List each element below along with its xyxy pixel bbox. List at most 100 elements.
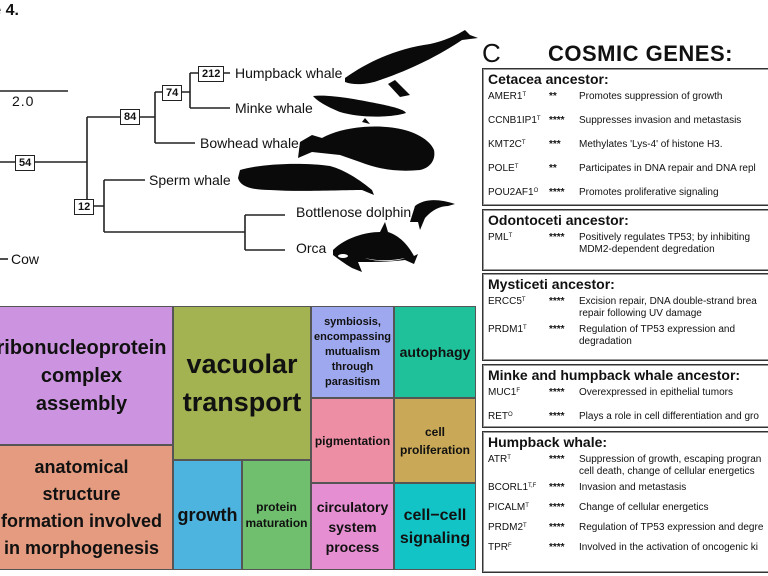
treemap-label-line: encompassing xyxy=(313,330,392,343)
gene-group-heading: Mysticeti ancestor: xyxy=(488,276,615,292)
treemap-label-line: anatomical xyxy=(34,456,129,477)
gene-name: ERCC5T xyxy=(488,296,526,307)
treemap-label-line: cell−cell xyxy=(403,506,467,524)
significance-stars: **** xyxy=(549,502,565,513)
treemap-label-line: pigmentation xyxy=(314,433,391,448)
gene-class-superscript: T xyxy=(523,325,527,331)
gene-group-heading: Odontoceti ancestor: xyxy=(488,212,629,228)
treemap-label-line: maturation xyxy=(245,516,308,530)
significance-stars: **** xyxy=(549,232,565,243)
gene-class-superscript: T xyxy=(523,523,527,529)
gene-name: MUC1F xyxy=(488,387,521,398)
treemap-label-line: cell xyxy=(424,424,445,439)
treemap-label-line: vacuolar xyxy=(186,349,298,379)
treemap-label-line: assembly xyxy=(35,392,128,415)
treemap-tile: anatomical structure formation involved in … xyxy=(0,445,173,570)
significance-stars: ** xyxy=(549,91,557,102)
treemap-tile: growth xyxy=(173,460,242,570)
significance-stars: **** xyxy=(549,324,565,335)
significance-stars: **** xyxy=(549,454,565,465)
sperm-whale-silhouette xyxy=(238,163,374,195)
gene-description: Invasion and metastasis xyxy=(579,482,687,493)
significance-stars: **** xyxy=(549,187,565,198)
gene-class-superscript: T xyxy=(522,92,527,98)
significance-stars: *** xyxy=(549,139,561,150)
gene-group-minke-humpback: Minke and humpback whale ancestor: MUC1F *… xyxy=(482,364,768,428)
gene-name: AMER1T xyxy=(488,91,527,102)
taxon-label: Sperm whale xyxy=(149,172,231,188)
humpback-whale-silhouette xyxy=(345,30,478,97)
gene-name: PRDM1T xyxy=(488,324,527,335)
node-support: 54 xyxy=(15,155,36,171)
gene-group-heading: Cetacea ancestor: xyxy=(488,71,609,87)
treemap-label-line: signaling xyxy=(399,529,471,547)
gene-class-superscript: T,F xyxy=(528,483,537,489)
gene-class-superscript: T xyxy=(507,455,511,461)
gene-group-heading: Minke and humpback whale ancestor: xyxy=(488,367,741,383)
treemap-label-line: formation involved xyxy=(0,510,162,531)
gene-class-superscript: T xyxy=(521,140,526,146)
treemap-label-line: proliferation xyxy=(399,442,470,457)
treemap-tile-label: vacuolar transport xyxy=(183,345,302,421)
gene-class-superscript: O xyxy=(508,412,513,418)
treemap-tile: cell proliferation xyxy=(394,398,476,483)
treemap-label-line: structure xyxy=(42,483,121,504)
gene-description: Suppresses invasion and metastasis xyxy=(579,115,742,126)
treemap-tile-label: pigmentation xyxy=(315,434,390,448)
gene-description: Regulation of TP53 expression and degre xyxy=(579,522,764,533)
gene-group-cetacea: Cetacea ancestor:AMER1T**Promotes suppre… xyxy=(482,68,768,206)
gene-name: KMT2CT xyxy=(488,139,526,150)
treemap-label-line: ribonucleoprotein xyxy=(0,336,167,359)
gene-group-mysticeti: Mysticeti ancestor: ERCC5T **** Excision re… xyxy=(482,273,768,361)
dolphin-silhouette xyxy=(410,200,455,230)
node-support: 212 xyxy=(198,66,225,82)
gene-description: Participates in DNA repair and DNA repl xyxy=(579,163,756,174)
node-support: 74 xyxy=(162,85,183,101)
treemap-label-line: autophagy xyxy=(399,344,471,360)
treemap-label-line: circulatory xyxy=(316,498,389,515)
gene-description: Involved in the activation of oncogenic … xyxy=(579,542,758,553)
gene-name: POLET xyxy=(488,163,519,174)
gene-group-humpback: Humpback whale:ATRT****Suppression of gr… xyxy=(482,431,768,573)
treemap-tile-label: autophagy xyxy=(400,344,471,360)
gene-name: PMLT xyxy=(488,232,513,243)
significance-stars: **** xyxy=(549,387,565,398)
bowhead-whale-silhouette xyxy=(298,126,435,171)
gene-class-superscript: T xyxy=(508,233,513,239)
gene-group-odontoceti: Odontoceti ancestor: PMLT **** Positively r… xyxy=(482,209,768,271)
gene-name: TPRF xyxy=(488,542,512,553)
significance-stars: **** xyxy=(549,115,565,126)
gene-class-superscript: F xyxy=(516,388,521,394)
gene-class-superscript: T xyxy=(514,164,519,170)
taxon-label: Orca xyxy=(296,240,327,256)
treemap-tile: vacuolar transport xyxy=(173,306,311,460)
gene-class-superscript: T xyxy=(521,297,526,303)
treemap-label-line: transport xyxy=(182,387,302,417)
gene-class-superscript: F xyxy=(508,543,512,549)
significance-stars: ** xyxy=(549,163,557,174)
treemap-label-line: mutualism xyxy=(324,345,380,358)
treemap-label-line: through xyxy=(331,360,374,373)
gene-description: Change of cellular energetics xyxy=(579,502,709,513)
panel-letter: C xyxy=(482,38,501,68)
treemap-tile-label: cell−cell signaling xyxy=(400,504,470,550)
gene-class-superscript: O xyxy=(533,188,539,194)
gene-description: Positively regulates TP53; by inhibiting… xyxy=(579,232,751,255)
node-support: 84 xyxy=(120,109,141,125)
gene-name: ATRT xyxy=(488,454,511,465)
panel-title: COSMIC GENES: xyxy=(548,41,733,66)
gene-class-superscript: T xyxy=(536,116,541,122)
treemap-label-line: growth xyxy=(177,504,238,525)
taxon-label: Humpback whale xyxy=(235,65,343,81)
treemap-tile-label: protein maturation xyxy=(245,499,307,531)
treemap-label-line: in morphogenesis xyxy=(3,537,159,558)
treemap-tile-label: growth xyxy=(178,505,238,526)
treemap-label-line: protein xyxy=(256,500,297,514)
